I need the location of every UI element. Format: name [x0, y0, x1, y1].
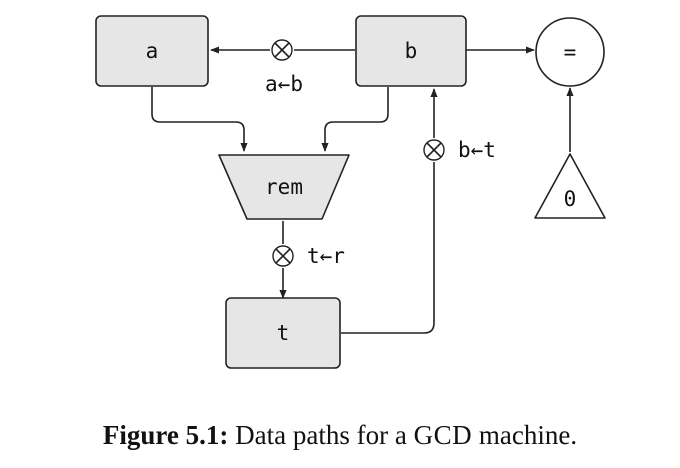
constant-zero: 0 [534, 153, 606, 219]
figure-caption-text-after: machine. [478, 420, 578, 450]
equality-test: = [535, 17, 605, 87]
wire-t-to-b [341, 89, 434, 334]
register-t-label: t [277, 321, 290, 345]
valve-a-from-b [271, 39, 293, 61]
register-a-label: a [146, 39, 159, 63]
rem-operation: rem [218, 154, 350, 220]
register-a: a [95, 15, 209, 87]
valve-t-from-r-label: t←r [307, 244, 345, 268]
equality-test-label: = [564, 40, 577, 64]
register-t: t [225, 297, 341, 369]
valve-b-from-t [423, 139, 445, 161]
figure-caption-acronym: GCD [413, 420, 473, 450]
figure-caption-text-before: Data paths for a [235, 420, 407, 450]
constant-zero-label: 0 [564, 187, 577, 211]
gcd-data-path-diagram: a b t rem = 0 a←b b←t t←r [95, 15, 606, 369]
figure-caption-label: Figure 5.1: [102, 420, 229, 450]
figure-caption: Figure 5.1: Data paths for a GCD machine… [0, 420, 680, 451]
rem-operation-label: rem [265, 175, 303, 199]
valve-b-from-t-label: b←t [458, 138, 496, 162]
valve-t-from-r [272, 245, 294, 267]
register-b: b [355, 15, 467, 87]
wire-b-to-rem [321, 87, 389, 152]
register-b-label: b [405, 39, 418, 63]
valve-a-from-b-label: a←b [265, 72, 303, 96]
wire-a-to-rem [151, 87, 248, 152]
